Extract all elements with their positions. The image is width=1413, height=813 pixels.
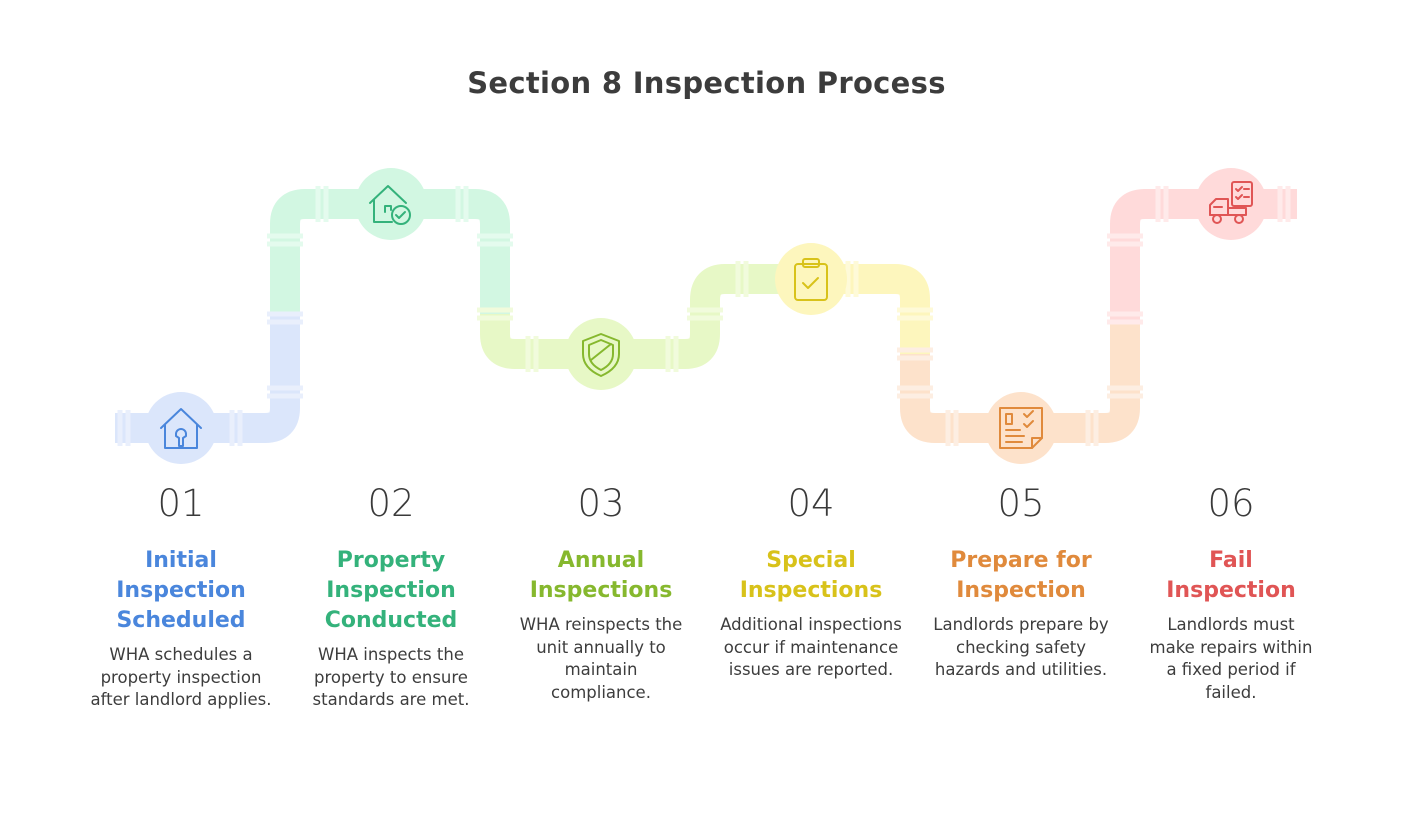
pipe-segment-1 (115, 314, 300, 443)
pipe-segment-3 (480, 264, 790, 369)
shield-icon (582, 333, 620, 377)
diagram-title: Section 8 Inspection Process (467, 66, 946, 100)
step-4-number: 04 (787, 482, 835, 525)
checklist-document-icon (999, 407, 1043, 449)
step-4-circle (775, 243, 847, 315)
step-1-heading: Initial Inspection Scheduled (116, 548, 246, 633)
step-5-number: 05 (997, 482, 1045, 525)
pipe-segment-4 (790, 264, 930, 354)
step-2: 02 Property Inspection Conducted WHA ins… (286, 482, 496, 712)
step-3-circle (565, 318, 637, 390)
pipe-couplings (117, 186, 1291, 446)
house-check-icon (369, 185, 411, 225)
step-3-heading: Annual Inspections (529, 548, 673, 603)
step-5-circle (985, 392, 1057, 464)
step-1-number: 01 (157, 482, 205, 525)
step-6-description: Landlords must make repairs within a fix… (1149, 615, 1313, 702)
house-wrench-icon (160, 408, 202, 449)
step-2-circle (355, 168, 427, 240)
step-1-description: WHA schedules a property inspection afte… (90, 645, 272, 709)
step-2-heading: Property Inspection Conducted (324, 548, 458, 633)
step-4: 04 Special Inspections Additional inspec… (706, 482, 916, 682)
pipe-segment-6 (1110, 189, 1297, 320)
step-3-description: WHA reinspects the unit annually to main… (519, 615, 683, 702)
step-5: 05 Prepare for Inspection Landlords prep… (916, 482, 1126, 682)
step-5-description: Landlords prepare by checking safety haz… (933, 615, 1109, 679)
step-2-number: 02 (367, 482, 415, 525)
truck-checklist-icon (1209, 181, 1253, 224)
step-6-heading: Fail Inspection (1166, 548, 1296, 603)
step-3: 03 Annual Inspections WHA reinspects the… (496, 482, 706, 704)
step-6-number: 06 (1207, 482, 1255, 525)
step-1: 01 Initial Inspection Scheduled WHA sche… (76, 482, 286, 712)
step-6: 06 Fail Inspection Landlords must make r… (1126, 482, 1336, 704)
clipboard-check-icon (794, 258, 828, 301)
step-3-number: 03 (577, 482, 625, 525)
step-5-heading: Prepare for Inspection (950, 548, 1092, 603)
step-2-description: WHA inspects the property to ensure stan… (312, 645, 470, 709)
step-4-description: Additional inspections occur if maintena… (720, 615, 902, 679)
step-4-heading: Special Inspections (739, 548, 883, 603)
